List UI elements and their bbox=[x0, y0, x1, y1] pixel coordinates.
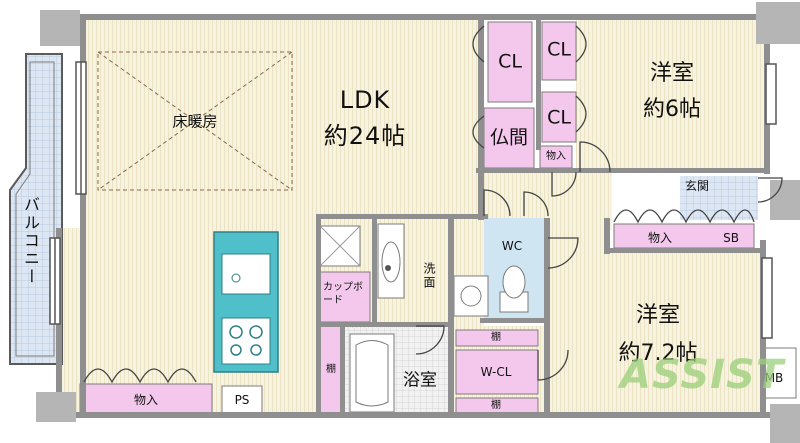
column-se bbox=[770, 404, 800, 443]
wall-bath-west bbox=[340, 322, 345, 414]
wc-label: WC bbox=[501, 239, 523, 253]
door-swings bbox=[83, 25, 783, 384]
door-room1 bbox=[579, 141, 611, 173]
ldk-storage-box bbox=[79, 383, 213, 415]
western2-name-label: 洋室 bbox=[635, 303, 681, 328]
bath-label: 浴室 bbox=[403, 370, 437, 391]
doors-hall-storage bbox=[613, 209, 755, 224]
wall-bottom bbox=[56, 412, 770, 418]
window-room1 bbox=[765, 63, 777, 125]
wall-top bbox=[80, 14, 760, 20]
wall-hall-east bbox=[544, 218, 550, 416]
door-bath bbox=[415, 325, 445, 355]
hall-floor-2 bbox=[548, 218, 608, 252]
wall-west-upper bbox=[80, 14, 86, 414]
wall-bath-east bbox=[448, 218, 454, 414]
monoire-ldk-label: 物入 bbox=[133, 393, 159, 407]
column-e bbox=[770, 180, 800, 220]
wall-room2-top bbox=[606, 248, 766, 253]
door-room2 bbox=[547, 237, 579, 269]
hall-storage-box bbox=[613, 223, 755, 249]
wall-ldk-east bbox=[478, 20, 484, 220]
door-wcl bbox=[537, 349, 569, 381]
wcl-box bbox=[455, 349, 539, 395]
door-entrance bbox=[757, 177, 783, 203]
cupboard-label: カップボード bbox=[323, 282, 363, 306]
balcony-area bbox=[9, 53, 63, 365]
butsuma-box bbox=[483, 107, 535, 169]
doors-ldk-storage bbox=[83, 368, 197, 384]
cupboard-box bbox=[319, 271, 371, 323]
door-cl2 bbox=[575, 25, 587, 63]
balcony-label: バルコニー bbox=[21, 196, 40, 286]
western1-floor bbox=[576, 18, 766, 170]
wall-bath-top bbox=[320, 322, 450, 327]
tana-top-box bbox=[455, 329, 539, 347]
entrance-label: 玄関 bbox=[684, 179, 710, 193]
wall-cl-mid bbox=[536, 20, 541, 150]
door-wc bbox=[523, 191, 549, 217]
balcony-inner-line bbox=[15, 61, 55, 357]
bathtub bbox=[349, 333, 395, 413]
column-ne bbox=[756, 2, 800, 44]
wall-wash-west bbox=[372, 218, 377, 324]
door-cl3 bbox=[575, 95, 587, 133]
mb-box bbox=[761, 347, 797, 399]
door-butsuma bbox=[472, 115, 485, 149]
cl2-label: CL bbox=[547, 38, 571, 61]
shoe-box-label: SB bbox=[723, 231, 739, 245]
cl3-box bbox=[541, 91, 577, 143]
tana-bottom-label: 棚 bbox=[491, 400, 501, 411]
windows bbox=[49, 61, 777, 339]
mb-label: MB bbox=[764, 371, 784, 385]
monoire-hall-label: 物入 bbox=[647, 231, 673, 245]
window-room2 bbox=[761, 257, 773, 339]
western1-size-label: 約6帖 bbox=[643, 97, 701, 122]
ldk-name-label: LDK bbox=[339, 86, 391, 114]
floor-heating-area bbox=[97, 51, 293, 191]
toilet bbox=[499, 265, 529, 313]
floor-heating-label: 床暖房 bbox=[172, 112, 218, 131]
butsuma-label: 仏間 bbox=[489, 126, 529, 149]
cl1-label: CL bbox=[498, 50, 522, 73]
corner-columns bbox=[36, 2, 800, 443]
column-nw bbox=[40, 10, 80, 46]
cl1-box bbox=[487, 21, 533, 103]
wash-basin bbox=[377, 223, 405, 299]
washer-pan bbox=[453, 275, 489, 317]
wall-hall-south bbox=[604, 218, 610, 254]
ps-label: PS bbox=[234, 393, 250, 407]
door-ldk-hall bbox=[483, 189, 511, 217]
door-small bbox=[551, 171, 577, 197]
cl3-label: CL bbox=[547, 106, 571, 129]
cl2-box bbox=[541, 21, 577, 81]
monoire-small-label: 物入 bbox=[546, 151, 566, 162]
wash-label: 洗面 bbox=[422, 262, 436, 290]
tana-side-label: 棚 bbox=[326, 364, 336, 375]
wcl-label: W-CL bbox=[480, 365, 512, 379]
ps-box bbox=[221, 385, 263, 415]
western2-size-label: 約7.2帖 bbox=[618, 341, 698, 366]
assist-watermark-logo: ASSIST bbox=[620, 352, 785, 398]
wall-wet-west bbox=[316, 214, 321, 414]
door-cl1 bbox=[472, 25, 485, 63]
fridge-space bbox=[319, 225, 361, 267]
ldk-size-label: 約24帖 bbox=[323, 122, 407, 150]
western1-name-label: 洋室 bbox=[649, 61, 695, 86]
wall-wc-bottom bbox=[480, 318, 548, 323]
kitchen-island bbox=[213, 231, 279, 373]
column-sw bbox=[36, 392, 76, 422]
wall-hall-top bbox=[476, 168, 766, 173]
western2-floor bbox=[548, 250, 764, 414]
wall-wet-top bbox=[318, 214, 488, 219]
tana-top-label: 棚 bbox=[491, 332, 501, 343]
